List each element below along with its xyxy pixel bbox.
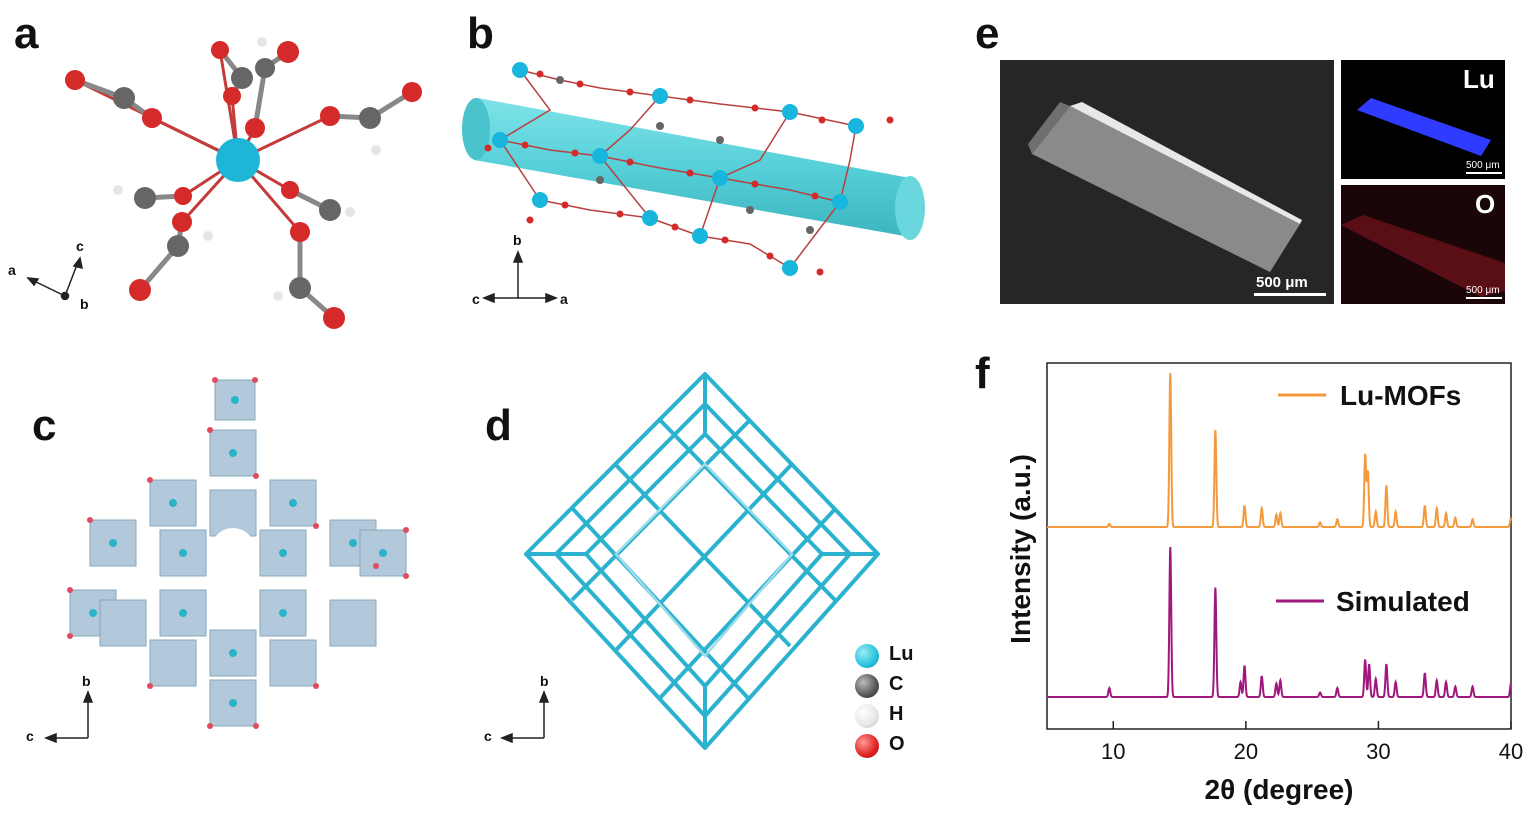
axis-label-a-x: a — [8, 262, 16, 278]
axis-label-a-c: c — [76, 238, 84, 254]
x-axis-label: 2θ (degree) — [1205, 774, 1354, 805]
axis-label-b-c: c — [472, 291, 480, 307]
x-tick-label: 20 — [1234, 739, 1258, 764]
legend-label-h: H — [889, 703, 904, 725]
pxrd-chart: 10 20 30 40 Lu-MOFs Simulated 2θ (degree) I… — [1005, 362, 1523, 805]
panel-c-framework — [43, 377, 409, 744]
panel-b-structure — [462, 62, 925, 304]
sem-image: 500 μm — [1000, 60, 1334, 304]
plot-frame — [1046, 362, 1512, 730]
axis-label-a-b: b — [80, 296, 89, 312]
axis-label-b-a: a — [560, 291, 568, 307]
eds-map-o: O 500 μm — [1341, 185, 1505, 304]
o-atom-icon — [855, 734, 879, 758]
lu-atom-icon — [855, 644, 879, 668]
panel-letter-e: e — [975, 9, 1000, 58]
y-axis-label: Intensity (a.u.) — [1005, 454, 1036, 644]
eds-lu-scale-label: 500 μm — [1466, 160, 1500, 171]
atom-legend: Lu C H O — [855, 643, 935, 764]
legend-label-o: O — [889, 733, 905, 755]
legend-label-c: C — [889, 673, 904, 695]
eds-o-label: O — [1475, 189, 1496, 219]
panel-letter-d: d — [485, 401, 512, 450]
x-tick-label: 30 — [1366, 739, 1390, 764]
axis-label-d-b: b — [540, 673, 549, 689]
panel-a-structure — [26, 37, 422, 329]
c-atom-icon — [855, 674, 879, 698]
axis-label-c-c: c — [26, 728, 34, 744]
sem-scale-label: 500 μm — [1256, 274, 1308, 291]
panel-letter-a: a — [14, 9, 39, 58]
eds-o-scale-label: 500 μm — [1466, 285, 1500, 296]
panel-letter-b: b — [467, 9, 494, 58]
axis-label-c-b: b — [82, 673, 91, 689]
panel-d-net — [499, 372, 880, 750]
x-tick-label: 40 — [1499, 739, 1523, 764]
panel-letter-c: c — [32, 401, 57, 450]
eds-o-scale-bar — [1466, 297, 1502, 299]
crystal-rod — [1028, 102, 1302, 272]
axis-label-d-c: c — [484, 728, 492, 744]
eds-lu-scale-bar — [1466, 172, 1502, 174]
eds-lu-label: Lu — [1463, 64, 1495, 94]
x-tick-label: 10 — [1101, 739, 1125, 764]
sem-scale-bar — [1254, 293, 1326, 296]
eds-map-lu: Lu 500 μm — [1341, 60, 1505, 179]
series-line-lu-mofs — [1047, 372, 1512, 528]
lu-map-crystal — [1357, 98, 1491, 156]
legend-label-lu-mofs: Lu-MOFs — [1340, 380, 1461, 411]
h-atom-icon — [855, 704, 879, 728]
o-map-crystal — [1341, 215, 1505, 297]
legend-label-simulated: Simulated — [1336, 586, 1470, 617]
series-line-simulated — [1047, 546, 1512, 698]
panel-letter-f: f — [975, 349, 990, 398]
axis-label-b-b: b — [513, 232, 522, 248]
legend-label-lu: Lu — [889, 643, 914, 665]
